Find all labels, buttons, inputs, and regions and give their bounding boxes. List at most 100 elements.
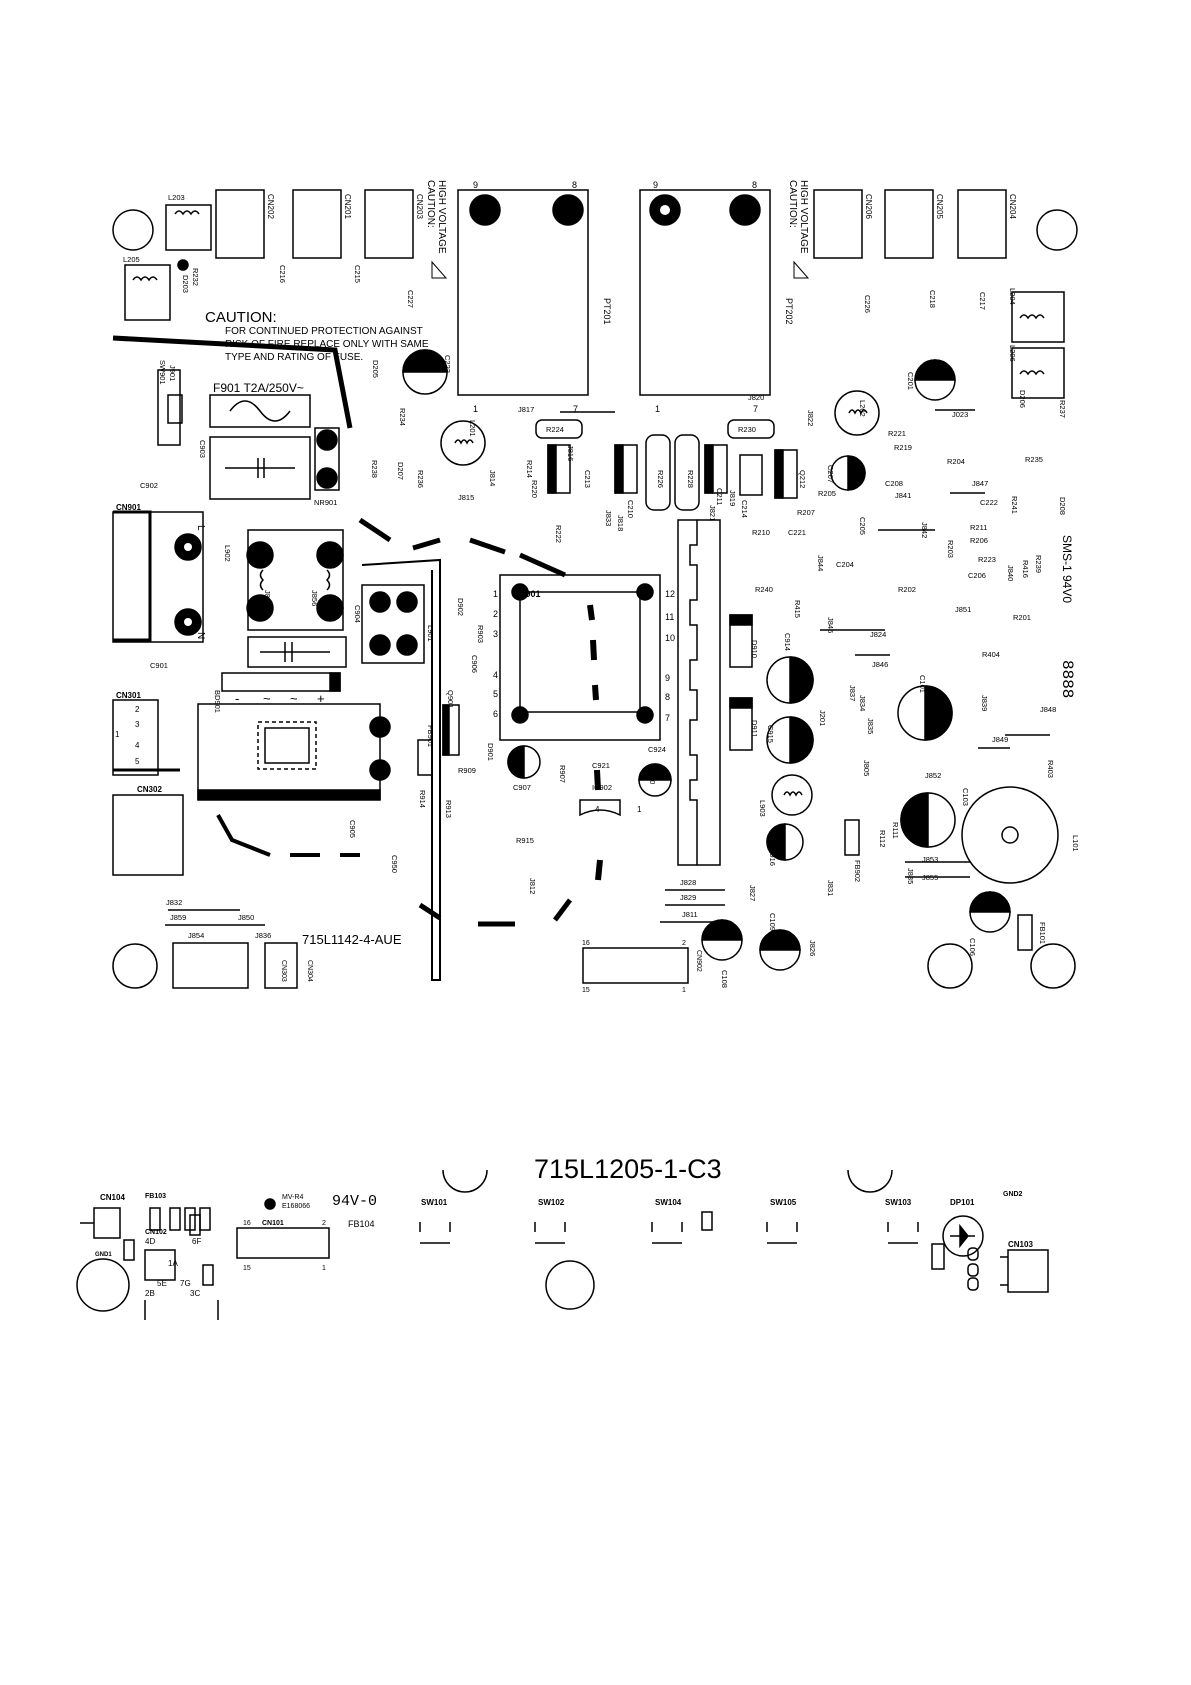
- cn902-label: CN902: [695, 950, 702, 972]
- component-label: J819: [728, 490, 737, 506]
- connector-cn302: [112, 794, 184, 876]
- keypad-e-number: FB104: [348, 1219, 375, 1229]
- component-label: J854: [188, 931, 204, 940]
- connector-cn206: [813, 189, 863, 259]
- component-label: J821: [708, 505, 717, 521]
- component-label: R415: [793, 600, 802, 618]
- jumpers: [165, 409, 1050, 926]
- keypad-ul-label: MV-R4: [282, 1194, 304, 1201]
- component-label: R226: [656, 470, 665, 488]
- cn301-label: CN301: [116, 691, 141, 700]
- component-label: R210: [752, 528, 770, 537]
- fb902: [844, 819, 860, 856]
- component-label: R232: [191, 268, 200, 286]
- hv-warning-caution: CAUTION:: [425, 180, 436, 228]
- cn901-label: CN901: [116, 503, 141, 512]
- component-label: J818: [616, 515, 625, 531]
- pin-label: 8: [752, 180, 757, 190]
- mounting-hole: [112, 943, 158, 989]
- component-label: R230: [738, 425, 756, 434]
- hv-warning-icon: [431, 260, 448, 279]
- component-label: C209: [546, 470, 555, 488]
- component-label: R205: [818, 489, 836, 498]
- bd901-symbol: ~: [290, 691, 298, 706]
- cn902-pin: 1: [682, 987, 686, 994]
- cn204-label: CN204: [1008, 194, 1017, 219]
- caution-line: TYPE AND RATING OF FUSE.: [225, 352, 363, 363]
- tact-switches: [419, 1222, 919, 1244]
- fuse-rating: F901 T2A/250V~: [213, 381, 304, 395]
- board-edge-line: [113, 510, 152, 642]
- component-label: R403: [1046, 760, 1055, 778]
- component-label: D901: [486, 743, 495, 761]
- component-label: SW901: [158, 360, 167, 385]
- component-label: J201: [818, 710, 827, 726]
- component-label: J835: [866, 718, 875, 734]
- resistor-r224: [535, 419, 583, 439]
- cn301-pin: 3: [135, 720, 140, 729]
- choke-l901: [361, 584, 425, 664]
- component-label: C109: [768, 913, 777, 931]
- keypad-pad-code: 6F: [192, 1237, 201, 1246]
- component-label: J812: [528, 878, 537, 894]
- cn301-pin: 5: [135, 757, 140, 766]
- keypad-cn101-pin: 16: [243, 1220, 251, 1227]
- component-label: C106: [968, 938, 977, 956]
- ic902: [579, 799, 621, 817]
- t901-pin: 10: [665, 633, 675, 643]
- component-label: R111: [891, 822, 900, 839]
- keypad-mount-hole: [76, 1258, 130, 1312]
- board-edge-line: [112, 335, 353, 429]
- connector-cn201: [292, 189, 342, 259]
- component-label: C210: [626, 500, 635, 518]
- component-label: L901: [426, 625, 435, 642]
- keypad-switch-label: SW104: [655, 1198, 682, 1207]
- component-label: J824: [870, 630, 886, 639]
- cn302-label: CN302: [137, 785, 162, 794]
- keypad-part-number: 715L1205-1-C3: [534, 1154, 722, 1184]
- component-label: J827: [748, 885, 757, 901]
- component-label: J805: [862, 760, 871, 776]
- connector-cn301: [112, 699, 159, 776]
- component-label: R228: [686, 470, 695, 488]
- component-label: J829: [680, 893, 696, 902]
- component-label: L101: [1071, 835, 1080, 852]
- component-label: Q901: [446, 690, 455, 708]
- keypad-digits: 94V-0: [332, 1193, 377, 1210]
- component-label: J851: [955, 605, 971, 614]
- coil-l202: [834, 390, 880, 436]
- keypad-dp101: DP101: [950, 1198, 975, 1207]
- component-label: C207: [826, 465, 835, 483]
- component-label: C217: [978, 292, 987, 310]
- keypad-cn102: [144, 1249, 176, 1281]
- keypad-mount-hole: [545, 1260, 595, 1310]
- electrolytic-caps: [402, 349, 1011, 971]
- keypad-gnd1: GND1: [95, 1252, 112, 1258]
- component-label: J840: [1006, 565, 1015, 581]
- component-label: R241: [1010, 496, 1019, 514]
- heatsink-primary: [197, 703, 381, 800]
- capacitor-c903: [209, 436, 311, 500]
- ic902-pin: 1: [637, 805, 642, 814]
- component-label: R214: [525, 460, 534, 478]
- component-label: C915: [766, 725, 775, 743]
- component-label: C924: [648, 745, 666, 754]
- component-label: D902: [456, 598, 465, 616]
- component-label: C227: [406, 290, 415, 308]
- choke-l902: [247, 529, 344, 631]
- keypad-cn101: [236, 1227, 330, 1259]
- keypad-pad-code: 1A: [168, 1259, 178, 1268]
- pin-label: 7: [753, 404, 758, 414]
- keypad-cn104: CN104: [100, 1193, 125, 1202]
- keypad-cn101-pin: 1: [322, 1265, 326, 1272]
- component-label: R235: [1025, 455, 1043, 464]
- pt201-label: PT201: [602, 298, 612, 325]
- cn201-label: CN201: [343, 194, 352, 219]
- component-label: R223: [978, 555, 996, 564]
- capacitor-c904: [247, 636, 347, 668]
- component-label: C907: [513, 783, 531, 792]
- component-label: NR901: [314, 498, 337, 507]
- board-edge-line: [216, 814, 271, 857]
- component-label: C216: [278, 265, 287, 283]
